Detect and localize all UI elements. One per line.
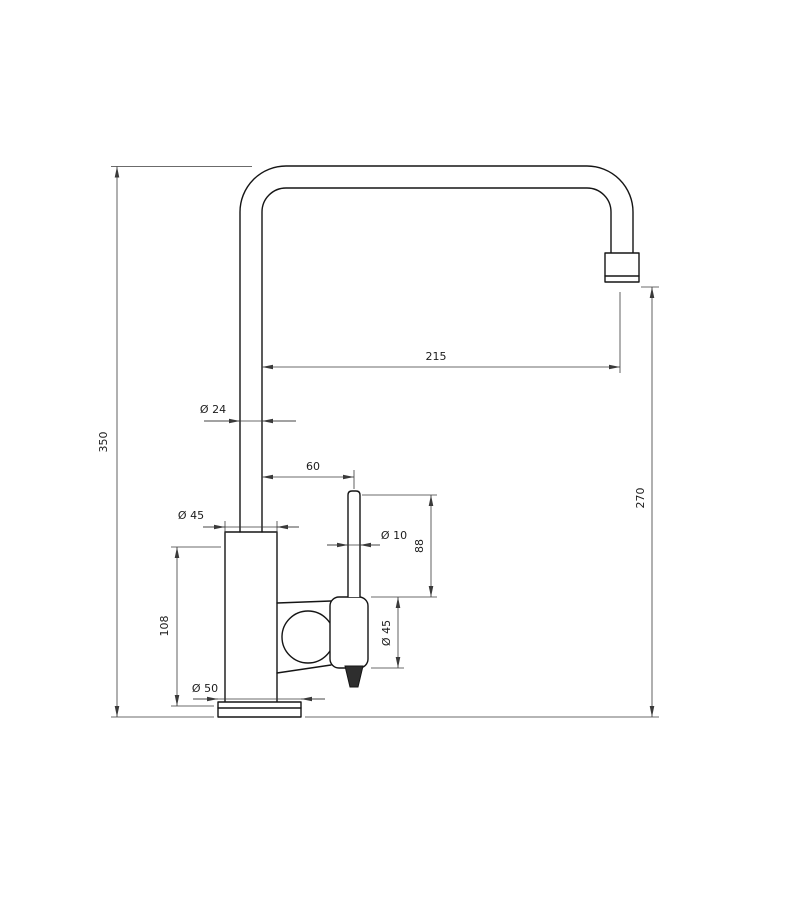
- faucet-outline: [217, 165, 640, 718]
- hub-under-fitting: [344, 665, 364, 688]
- handle-hub: [329, 596, 369, 669]
- dim-label-body-diameter: Ø 45: [178, 509, 204, 522]
- dim-spout-reach: 215: [262, 292, 621, 373]
- spout-outer-contour: [239, 165, 634, 533]
- spout-inner-contour: [261, 187, 612, 533]
- dim-label-handle-offset: 60: [306, 460, 320, 473]
- dim-label-base-diameter: Ø 50: [192, 682, 218, 695]
- spout-tip: [604, 252, 640, 283]
- dim-label-pipe-diameter: Ø 24: [200, 403, 226, 416]
- dim-label-total-height: 350: [97, 432, 110, 453]
- handle-cone-bottom-edge: [276, 664, 332, 674]
- dim-hub-diameter: Ø 45: [371, 597, 404, 669]
- dim-label-spout-reach: 215: [426, 350, 447, 363]
- dim-body-diameter: Ø 45: [178, 509, 299, 533]
- dim-spout-drop: 270: [305, 286, 659, 718]
- dim-label-lever-length: 88: [413, 539, 426, 553]
- handle-cone-top-edge: [276, 600, 332, 604]
- dim-pipe-diameter: Ø 24: [200, 403, 296, 424]
- dim-label-body-height: 108: [158, 616, 171, 637]
- dim-total-height: 350: [97, 166, 252, 718]
- handle-lever-stem: [347, 490, 361, 598]
- dim-label-hub-diameter: Ø 45: [380, 620, 393, 646]
- dim-label-spout-drop: 270: [634, 488, 647, 509]
- handle-ball-joint: [281, 610, 335, 664]
- base-flange: [217, 701, 302, 718]
- dim-label-stem-diameter: Ø 10: [381, 529, 407, 542]
- dim-body-height: 108: [158, 546, 221, 707]
- dim-base-diameter: Ø 50: [192, 682, 325, 702]
- dim-lever-length: 88: [362, 494, 437, 598]
- dim-stem-diameter: Ø 10: [327, 529, 407, 548]
- dim-handle-offset: 60: [262, 460, 355, 489]
